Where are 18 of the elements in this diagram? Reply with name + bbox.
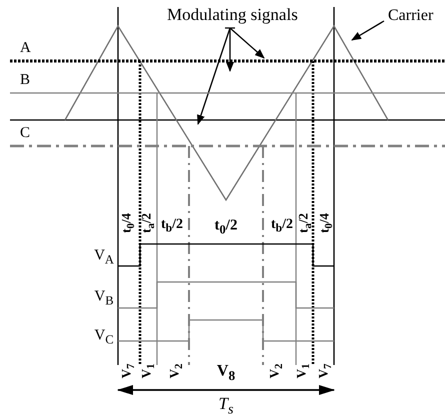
leader-arrow [230,28,265,59]
waveform-label: T$_{s}$ [218,395,234,417]
waveform-label: V$_{C}$ [94,328,114,346]
waveform-label: t$_{0}$/2 [214,218,238,236]
leader-arrow [351,20,384,41]
waveform-label: V$_{8}$ [216,364,236,382]
waveform-label: V$_{B}$ [94,289,114,307]
leader-arrow [226,28,234,72]
waveform-label: V$_{A}$ [94,248,114,266]
callout-text: Modulating signals [167,6,298,23]
signal-label: C [20,126,30,141]
callout-text: Carrier [388,8,434,24]
waveform-label: t$_{b}$/2 [270,218,294,234]
carrier-wave [64,24,389,202]
waveform-label: t$_{b}$/2 [160,218,184,234]
signal-label: B [20,73,30,88]
leader-arrow [197,28,231,125]
signal-label: A [20,41,31,56]
